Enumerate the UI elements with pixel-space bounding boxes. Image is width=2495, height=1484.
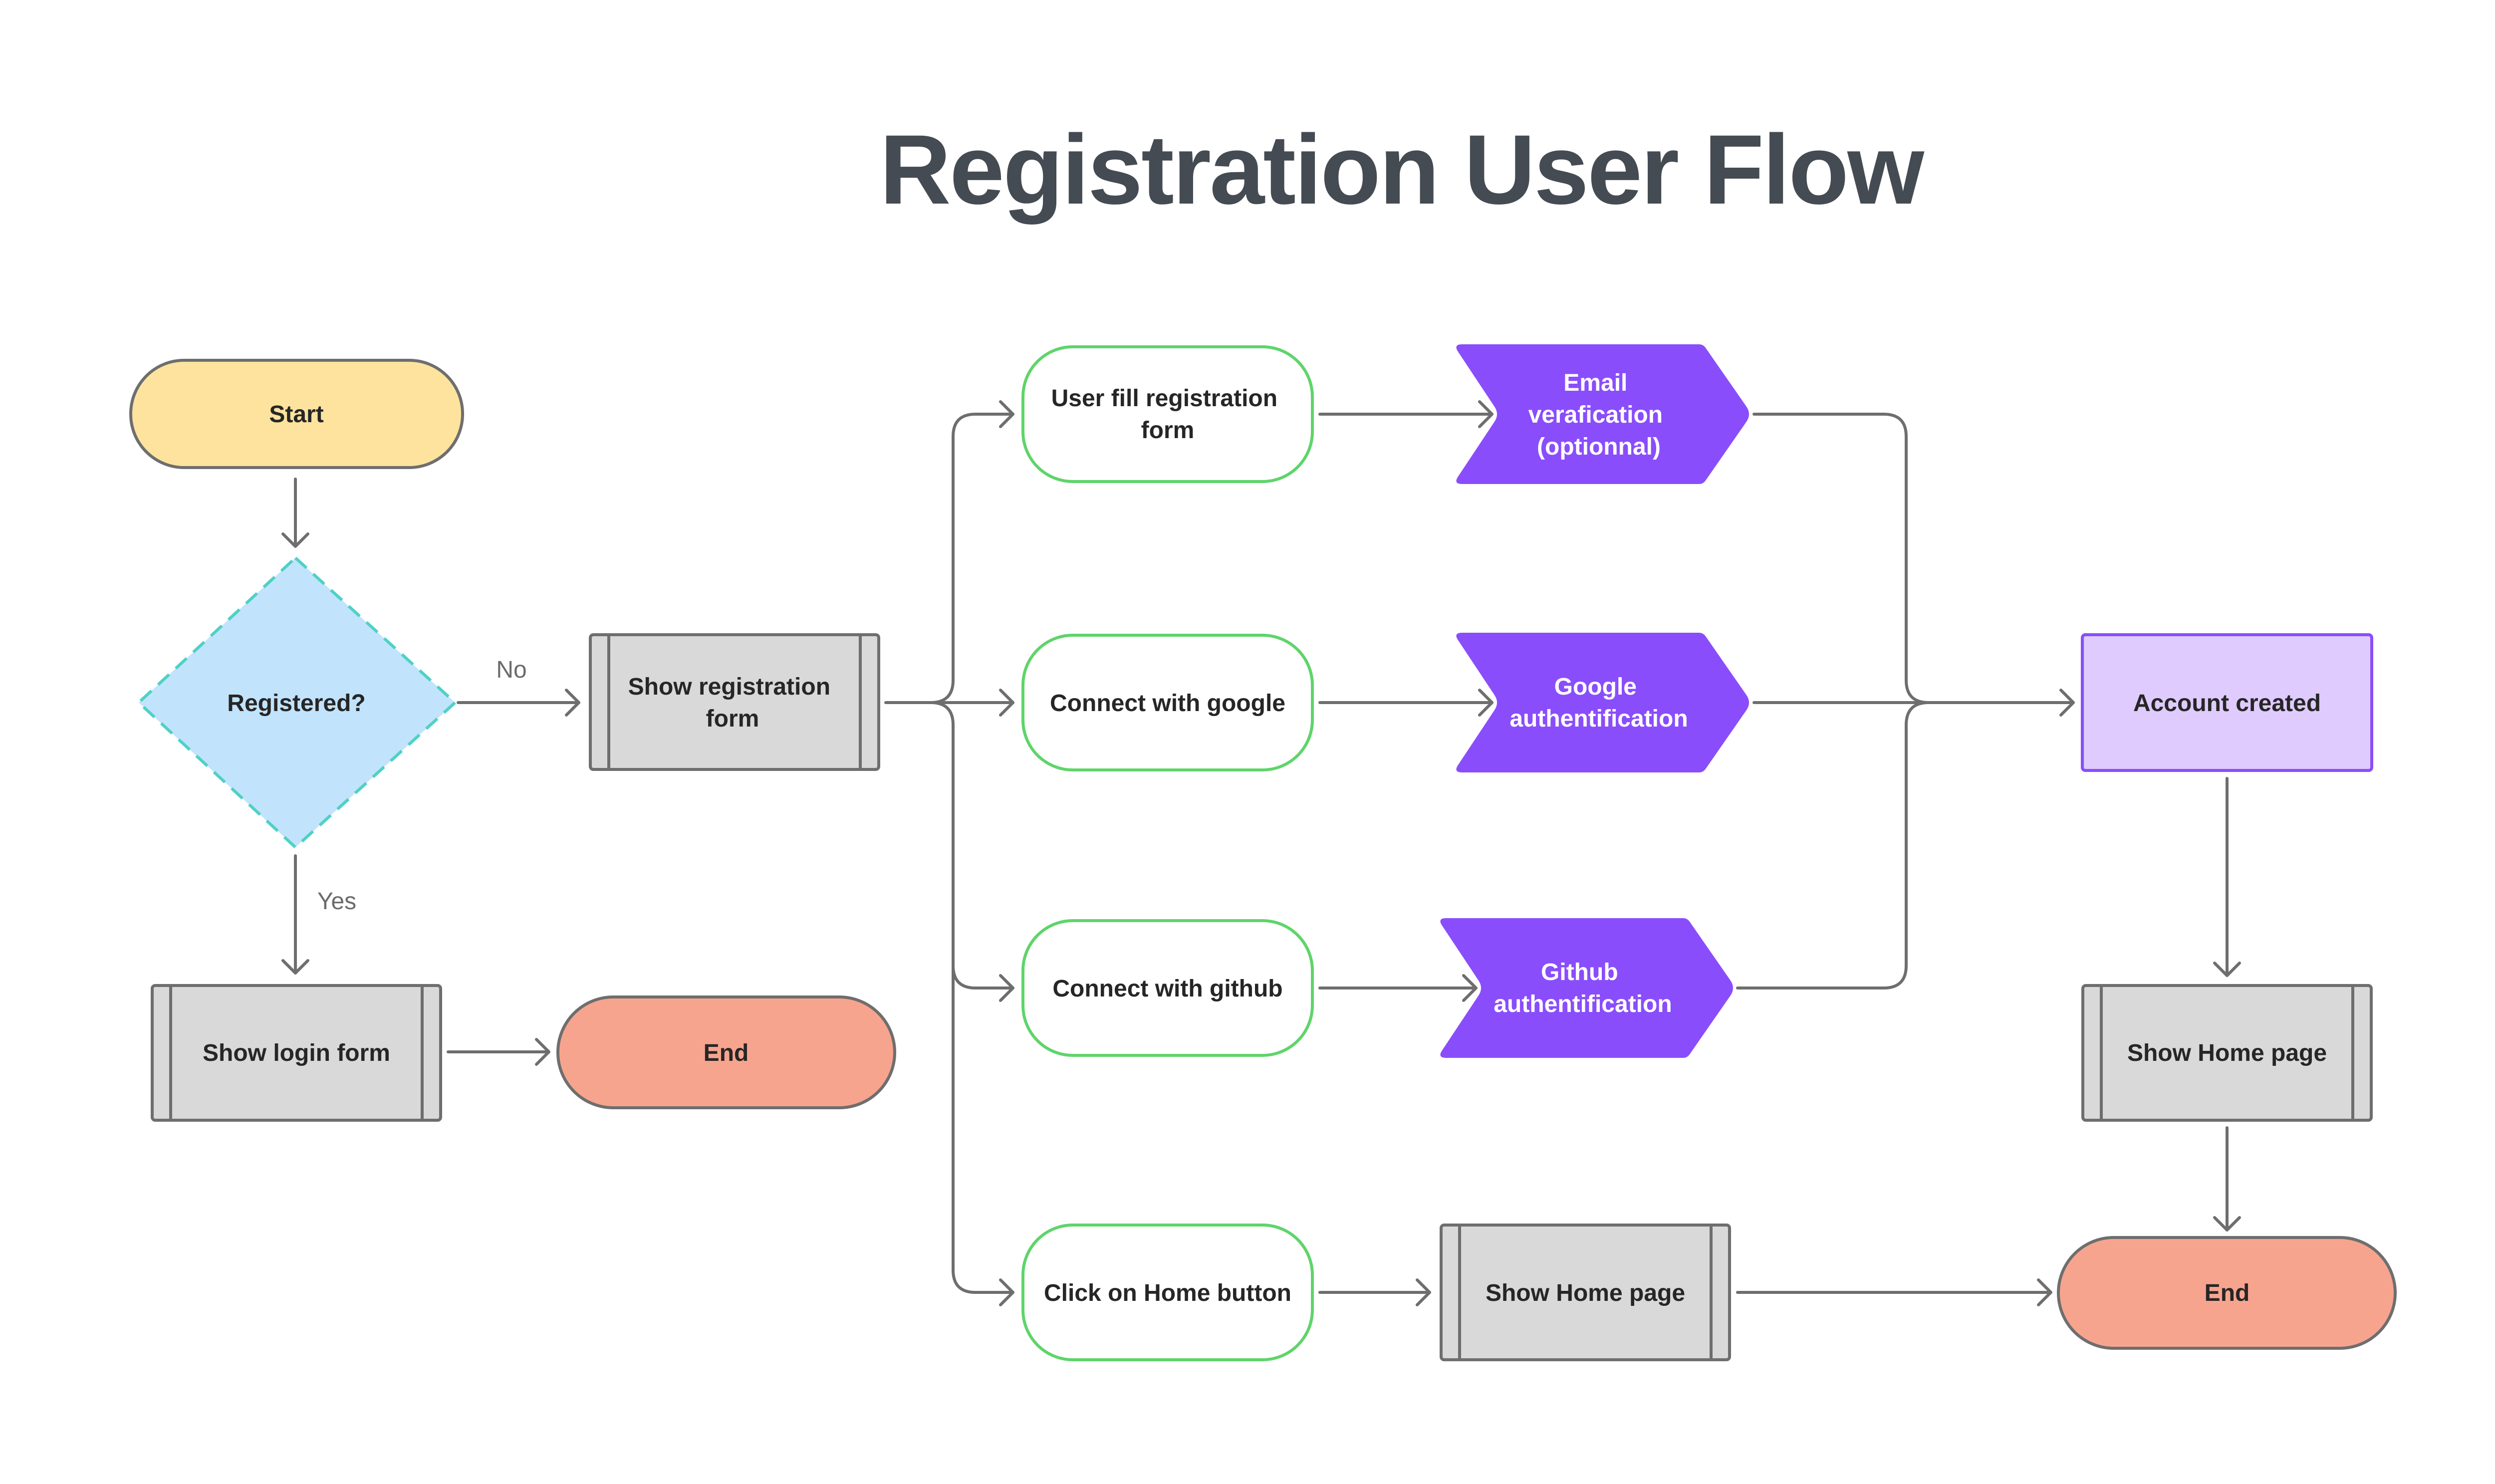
edges bbox=[281, 400, 2241, 1306]
node-start-label: Start bbox=[269, 401, 323, 428]
edge-inputs-to-steps bbox=[1318, 400, 1494, 1306]
node-user-fill-form-label: User fill registration form bbox=[1051, 385, 1284, 444]
node-show-home-mid-label: Show Home page bbox=[1486, 1280, 1685, 1306]
node-show-login-form-label: Show login form bbox=[203, 1040, 390, 1066]
node-show-login-form: Show login form bbox=[151, 984, 442, 1122]
node-end-right-label: End bbox=[2205, 1280, 2250, 1306]
node-user-fill-form: User fill registration form bbox=[1021, 345, 1314, 483]
node-start: Start bbox=[129, 359, 464, 469]
node-end-left: End bbox=[556, 995, 896, 1109]
node-email-verification: Email verafication (optionnal) bbox=[1456, 344, 1749, 484]
node-registered-decision: Registered? bbox=[136, 555, 458, 850]
node-end-right: End bbox=[2057, 1236, 2397, 1350]
node-connect-google: Connect with google bbox=[1021, 634, 1314, 771]
edge-account-to-home bbox=[2213, 777, 2241, 977]
edge-registration-branches bbox=[884, 400, 1014, 1306]
node-show-home-mid: Show Home page bbox=[1440, 1224, 1731, 1361]
node-show-home-right-label: Show Home page bbox=[2127, 1040, 2327, 1066]
node-show-home-right: Show Home page bbox=[2081, 984, 2373, 1122]
node-google-auth: Google authentification bbox=[1456, 633, 1749, 772]
edge-registered-to-login bbox=[281, 854, 309, 975]
node-github-auth-label: Github authentification bbox=[1494, 959, 1672, 1017]
edge-label-no: No bbox=[496, 657, 526, 683]
node-connect-google-label: Connect with google bbox=[1050, 690, 1285, 717]
node-registered-label: Registered? bbox=[227, 690, 365, 717]
edge-login-to-end bbox=[447, 1038, 550, 1066]
node-connect-github: Connect with github bbox=[1021, 919, 1314, 1057]
node-email-verification-label: Email verafication (optionnal) bbox=[1528, 370, 1670, 460]
node-end-left-label: End bbox=[704, 1040, 749, 1066]
node-show-registration-form: Show registration form bbox=[589, 633, 880, 771]
edge-registered-to-registration bbox=[457, 689, 580, 717]
edge-home-mid-to-end bbox=[1736, 1278, 2052, 1306]
edge-home-to-end bbox=[2213, 1126, 2241, 1232]
edge-steps-to-account bbox=[1736, 413, 2075, 989]
node-show-registration-form-label: Show registration form bbox=[628, 674, 837, 732]
node-click-home-label: Click on Home button bbox=[1044, 1280, 1291, 1306]
edge-start-to-registered bbox=[281, 478, 309, 548]
edge-label-yes: Yes bbox=[317, 888, 356, 915]
page-title: Registration User Flow bbox=[880, 114, 1925, 225]
node-connect-github-label: Connect with github bbox=[1052, 976, 1282, 1002]
node-google-auth-label: Google authentification bbox=[1509, 674, 1688, 732]
node-github-auth: Github authentification bbox=[1440, 918, 1733, 1058]
node-account-created: Account created bbox=[2081, 633, 2373, 772]
node-account-created-label: Account created bbox=[2133, 690, 2321, 717]
node-click-home: Click on Home button bbox=[1021, 1224, 1314, 1361]
